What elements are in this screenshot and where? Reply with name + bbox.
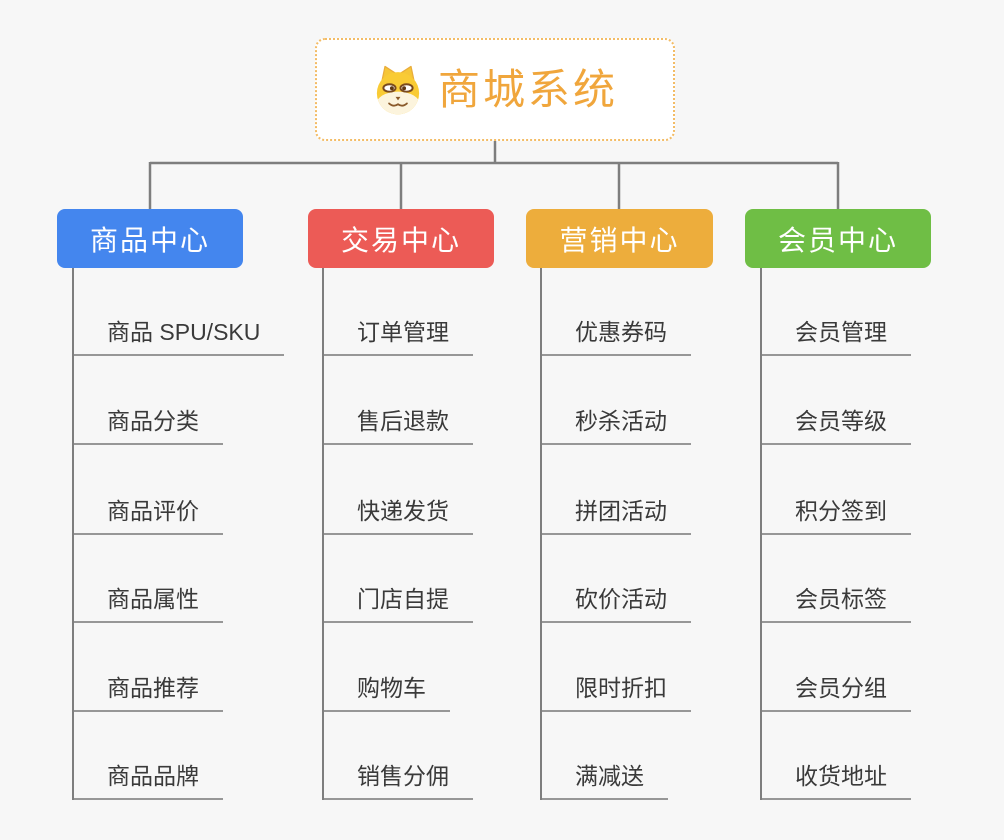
child-node[interactable]: 优惠券码 <box>542 316 691 356</box>
child-node[interactable]: 拼团活动 <box>542 495 691 535</box>
child-node[interactable]: 售后退款 <box>324 405 473 445</box>
root-node-label: 商城系统 <box>437 65 618 113</box>
child-node[interactable]: 积分签到 <box>762 495 911 535</box>
child-node[interactable]: 会员等级 <box>762 405 911 445</box>
child-node[interactable]: 商品属性 <box>74 583 223 623</box>
doge-face-icon <box>376 65 420 114</box>
child-node[interactable]: 商品品牌 <box>74 760 223 800</box>
child-node[interactable]: 会员管理 <box>762 316 911 356</box>
branch-label: 营销中心 <box>559 224 680 256</box>
branch-node-marketing-center[interactable]: 营销中心 <box>526 209 713 268</box>
branch-node-trade-center[interactable]: 交易中心 <box>308 209 494 268</box>
child-node[interactable]: 收货地址 <box>762 760 911 800</box>
child-node[interactable]: 订单管理 <box>324 316 473 356</box>
child-node[interactable]: 商品 SPU/SKU <box>74 316 285 356</box>
child-node[interactable]: 满减送 <box>542 760 668 800</box>
child-node[interactable]: 商品分类 <box>74 405 223 445</box>
branch-label: 会员中心 <box>777 224 898 256</box>
child-node[interactable]: 商品评价 <box>74 495 223 535</box>
child-node[interactable]: 快递发货 <box>324 495 473 535</box>
root-node[interactable]: 商城系统 <box>315 38 675 141</box>
branch-node-product-center[interactable]: 商品中心 <box>57 209 243 268</box>
branch-children-product-center: 商品 SPU/SKU 商品分类 商品评价 商品属性 商品推荐 商品品牌 <box>72 268 302 800</box>
branch-node-member-center[interactable]: 会员中心 <box>745 209 931 268</box>
child-node[interactable]: 商品推荐 <box>74 672 223 712</box>
child-node[interactable]: 门店自提 <box>324 583 473 623</box>
branch-label: 交易中心 <box>340 224 461 256</box>
child-node[interactable]: 会员分组 <box>762 672 911 712</box>
branch-label: 商品中心 <box>89 224 210 256</box>
child-node[interactable]: 砍价活动 <box>542 583 691 623</box>
branch-children-trade-center: 订单管理 售后退款 快递发货 门店自提 购物车 销售分佣 <box>322 268 552 800</box>
child-node[interactable]: 秒杀活动 <box>542 405 691 445</box>
child-node[interactable]: 会员标签 <box>762 583 911 623</box>
child-node[interactable]: 销售分佣 <box>324 760 473 800</box>
child-node[interactable]: 限时折扣 <box>542 672 691 712</box>
child-node[interactable]: 购物车 <box>324 672 450 712</box>
branch-children-marketing-center: 优惠券码 秒杀活动 拼团活动 砍价活动 限时折扣 满减送 <box>540 268 770 800</box>
branch-children-member-center: 会员管理 会员等级 积分签到 会员标签 会员分组 收货地址 <box>760 268 990 800</box>
